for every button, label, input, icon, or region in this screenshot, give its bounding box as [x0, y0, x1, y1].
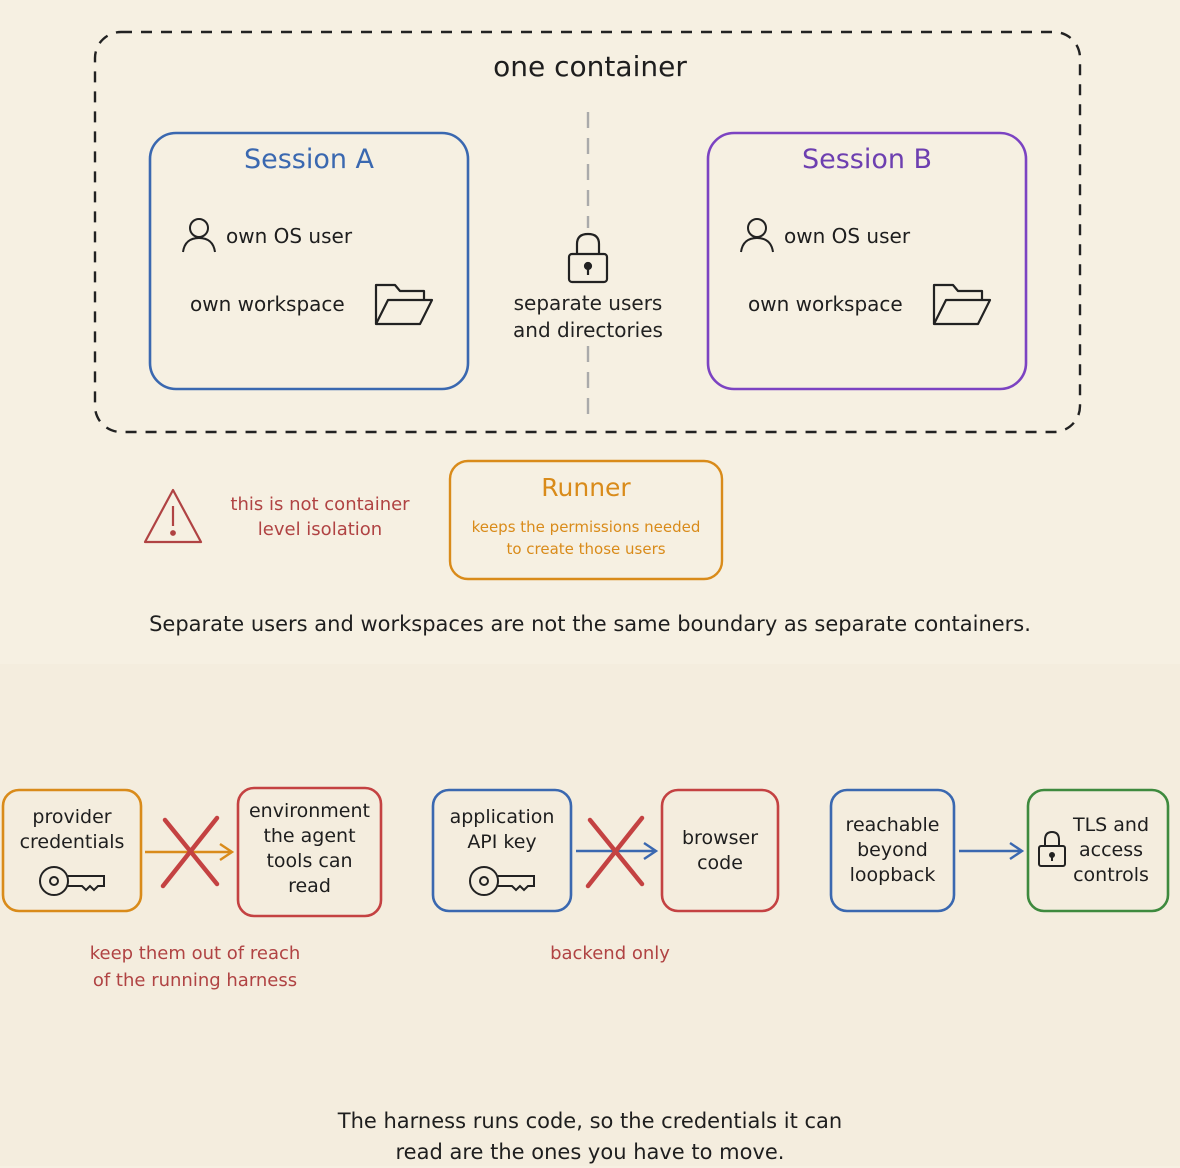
box-label-line: code [697, 852, 743, 874]
box-label-line: provider [32, 806, 112, 828]
warning-note-line: level isolation [257, 519, 383, 540]
box-label-line: reachable [845, 814, 940, 836]
box-label-line: browser [681, 827, 759, 849]
runner-title: Runner [541, 473, 631, 502]
loopback-box [829, 788, 956, 913]
bottom-caption: The harness runs code, so the credential… [240, 1106, 940, 1168]
cross-icon [585, 815, 645, 889]
lock-icon [567, 232, 609, 284]
user-icon [740, 218, 774, 253]
session-a-box [148, 131, 470, 391]
box-label-line: tools can [266, 850, 353, 872]
runner-description-line: to create those users [506, 540, 666, 558]
provider-credentials-label: provider credentials [3, 805, 141, 855]
divider-label-line: separate users [513, 291, 663, 315]
box-label-line: beyond [857, 839, 928, 861]
agent-environment-label: environment the agent tools can read [238, 799, 381, 899]
folder-icon [374, 283, 434, 326]
runner-description: keeps the permissions needed to create t… [450, 516, 722, 560]
box-label-line: TLS and [1072, 814, 1150, 836]
box-label-line: application [449, 806, 555, 828]
loopback-label: reachable beyond loopback [831, 813, 954, 888]
flow1-note-line: keep them out of reach [89, 943, 301, 964]
session-b-user-label: own OS user [784, 224, 911, 248]
browser-code-label: browser code [662, 826, 778, 876]
session-b-title: Session B [801, 144, 933, 175]
cross-icon [160, 815, 220, 889]
box-label-line: API key [467, 831, 537, 853]
box-label-line: controls [1073, 864, 1149, 886]
container-outline [93, 30, 1082, 434]
provider-credentials-box [1, 788, 143, 913]
session-a-workspace-label: own workspace [190, 292, 345, 316]
container-title: one container [493, 50, 687, 83]
divider-label-line: and directories [513, 318, 663, 342]
box-label-line: read [288, 875, 331, 897]
key-icon [39, 866, 105, 896]
box-label-line: loopback [849, 864, 936, 886]
session-b-workspace-label: own workspace [748, 292, 903, 316]
divider-label: separate users and directories [486, 290, 690, 344]
key-icon [469, 866, 535, 896]
api-key-label: application API key [433, 805, 571, 855]
user-icon [182, 218, 216, 253]
box-label-line: environment [248, 800, 370, 822]
agent-environment-box [236, 786, 383, 918]
lock-icon [1038, 830, 1066, 867]
tls-access-label: TLS and access controls [1064, 813, 1158, 888]
warning-note: this is not container level isolation [210, 492, 430, 542]
tls-access-box [1026, 788, 1170, 913]
warning-note-line: this is not container [230, 494, 410, 515]
api-key-box [431, 788, 573, 913]
warning-icon [143, 488, 203, 544]
flow2-note: backend only [550, 943, 670, 964]
flow1-note-line: of the running harness [92, 970, 298, 991]
box-label-line: the agent [263, 825, 356, 847]
box-label-line: access [1078, 839, 1144, 861]
session-b-box [706, 131, 1028, 391]
box-label-line: credentials [19, 831, 125, 853]
bottom-caption-line: The harness runs code, so the credential… [337, 1109, 843, 1133]
runner-box [448, 459, 724, 581]
bottom-caption-line: read are the ones you have to move. [395, 1140, 785, 1164]
folder-icon [932, 283, 992, 326]
session-a-user-label: own OS user [226, 224, 353, 248]
session-a-title: Session A [243, 144, 375, 175]
top-caption: Separate users and workspaces are not th… [149, 612, 1031, 636]
browser-code-box [660, 788, 780, 913]
runner-description-line: keeps the permissions needed [471, 518, 701, 536]
arrow-icon [959, 842, 1025, 860]
lower-panel [0, 664, 1180, 1166]
flow1-note: keep them out of reach of the running ha… [40, 940, 350, 994]
